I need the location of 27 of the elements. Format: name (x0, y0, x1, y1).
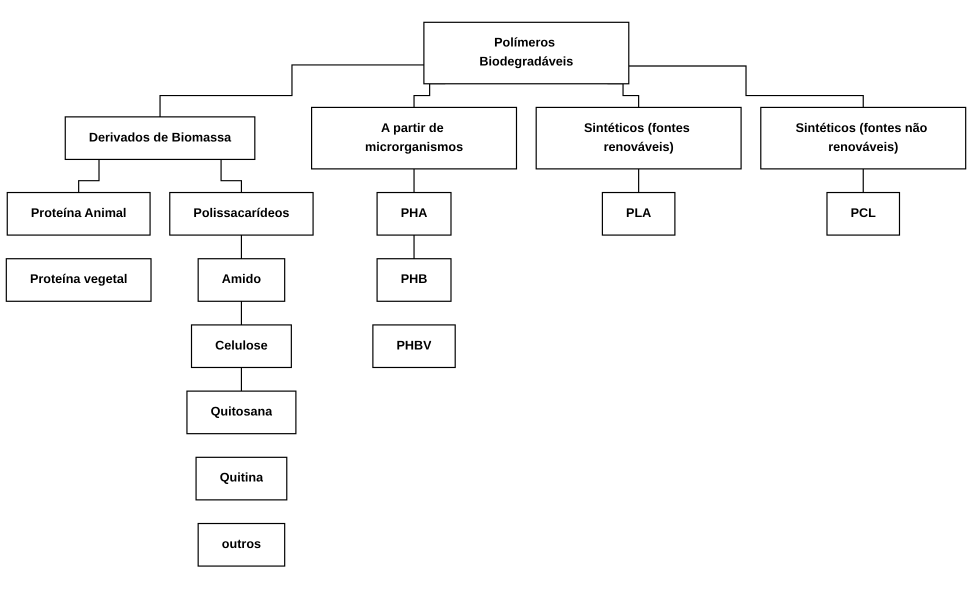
connector (240, 301, 242, 326)
connector (413, 234, 415, 260)
node-box: Derivados de Biomassa (64, 116, 256, 160)
node-box: Celulose (190, 324, 292, 368)
connector (240, 367, 242, 392)
node-box: PHBV (372, 324, 456, 368)
connector (159, 64, 424, 118)
node-box: PHA (376, 192, 452, 236)
node-box: Proteína Animal (6, 192, 151, 236)
node-box: Sintéticos (fontes renováveis) (536, 107, 742, 170)
connector (413, 168, 415, 194)
connector (628, 66, 864, 108)
node-box: Proteína vegetal (6, 258, 152, 302)
connector (862, 168, 864, 194)
node-box: Quitina (195, 457, 288, 501)
node-box: Polissacarídeos (169, 192, 314, 236)
node-box: Polímeros Biodegradáveis (423, 22, 630, 85)
connector (638, 168, 640, 194)
node-box: PHB (376, 258, 452, 302)
node-box: PLA (602, 192, 676, 236)
node-box: Quitosana (186, 390, 296, 435)
node-box: A partir de microrganismos (311, 107, 518, 170)
node-box: Amido (198, 258, 286, 302)
connector (240, 234, 242, 260)
node-box: outros (198, 523, 286, 567)
node-box: Sintéticos (fontes não renováveis) (760, 107, 966, 170)
node-box: PCL (826, 192, 900, 236)
